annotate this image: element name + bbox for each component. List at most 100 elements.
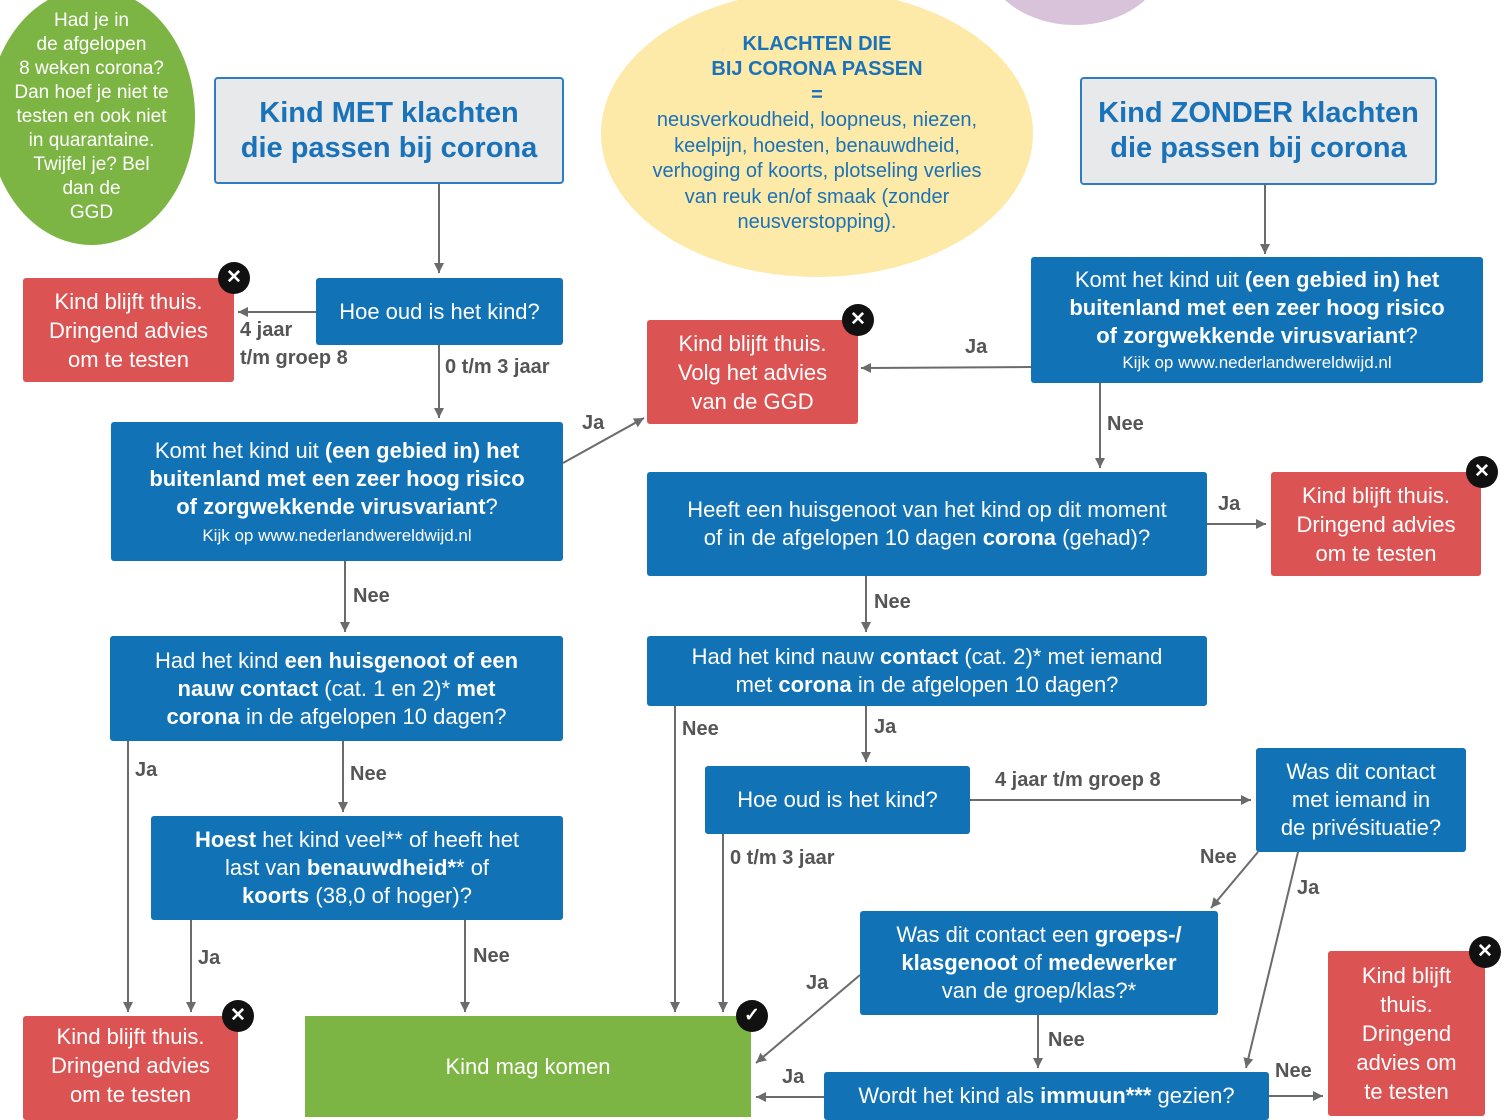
outcome-line: Kind blijft — [1361, 963, 1452, 988]
outcome-stay-home-ggd: Kind blijft thuis. Volg het advies van d… — [647, 320, 858, 424]
text: met — [735, 672, 779, 697]
text-bold: (een gebied in) het — [1244, 267, 1440, 292]
question-housemate: Heeft een huisgenoot van het kind op dit… — [647, 472, 1207, 576]
text-bold: een huisgenoot of een — [284, 647, 519, 673]
website-link[interactable]: www.nederlandwereldwijd.nl — [1178, 353, 1392, 372]
text: * of — [456, 855, 490, 880]
text-bold: buitenland met een zeer hoog risico — [149, 465, 525, 491]
prior-corona-line: in quarantaine. — [28, 129, 155, 151]
header-line: Kind MET klachten — [259, 96, 519, 129]
label-nee: Nee — [1107, 413, 1144, 435]
label-nee: Nee — [353, 585, 390, 607]
label-ja: Ja — [198, 947, 221, 969]
text: Was dit contact — [1286, 759, 1436, 784]
text: van de groep/klas?* — [941, 978, 1137, 1003]
text: Wordt het kind als — [858, 1083, 1041, 1108]
outcome-stay-home-test: Kind blijft thuis. Dringend advies om te… — [1271, 472, 1481, 576]
text: of in de afgelopen 10 dagen — [703, 525, 983, 550]
text: ? — [1405, 323, 1418, 348]
question-cough: Hoest het kind veel** of heeft het last … — [151, 816, 563, 920]
outcome-stay-home-test: Kind blijft thuis. Dringend advies om te… — [23, 1016, 238, 1120]
text: Komt het kind uit — [1074, 267, 1245, 292]
label-nee: Nee — [682, 718, 719, 740]
text-bold: met — [456, 675, 496, 701]
label-age-0-3: 0 t/m 3 jaar — [445, 356, 550, 378]
header-line: die passen bij corona — [1110, 132, 1407, 164]
text: (gehad)? — [1056, 525, 1151, 550]
cross-icon: ✕ — [218, 262, 250, 294]
cross-icon: ✕ — [222, 1000, 254, 1032]
text-bold: of zorgwekkende virusvariant — [1096, 323, 1406, 348]
text-bold: benauwdheid* — [306, 855, 457, 880]
link-prefix: Kijk op — [202, 525, 259, 545]
prior-corona-line: Dan hoef je niet te — [14, 81, 169, 103]
outcome-line: van de GGD — [691, 388, 814, 414]
text: de privésituatie? — [1280, 815, 1442, 840]
prior-corona-line: testen en ook niet — [16, 105, 167, 127]
header-without-symptoms: Kind ZONDER klachten die passen bij coro… — [1080, 77, 1437, 185]
symptoms-title: BIJ CORONA PASSEN — [711, 58, 923, 80]
label-line: 4 jaar — [240, 319, 293, 341]
outcome-line: Volg het advies — [677, 359, 828, 385]
prior-corona-line: 8 weken corona? — [19, 57, 164, 79]
text-bold: nauw contact — [177, 675, 319, 701]
label-ja: Ja — [582, 412, 605, 434]
text: Heeft een huisgenoot van het kind op dit… — [687, 497, 1167, 522]
outcome-line: Dringend advies — [51, 1053, 210, 1078]
outcome-line: thuis. — [1380, 992, 1433, 1017]
cross-icon: ✕ — [842, 304, 874, 336]
symptoms-line: keelpijn, hoesten, benauwdheid, — [674, 134, 960, 157]
text-bold: groeps-/ — [1094, 922, 1182, 947]
outcome-line: Kind blijft thuis. — [54, 288, 203, 314]
text: last van — [224, 855, 307, 880]
text-bold: corona — [166, 703, 240, 729]
check-icon: ✓ — [736, 1000, 768, 1032]
text-bold: of zorgwekkende virusvariant — [176, 493, 486, 519]
outcome-line: advies om — [1356, 1050, 1457, 1075]
website-link[interactable]: www.nederlandwereldwijd.nl — [258, 525, 472, 545]
prior-corona-line: dan de — [62, 177, 121, 199]
text: Komt het kind uit — [154, 437, 325, 463]
label-age-4: 4 jaar t/m groep 8 — [240, 318, 348, 370]
text: of — [1017, 950, 1049, 975]
outcome-line: om te testen — [67, 346, 190, 372]
label-ja: Ja — [874, 716, 897, 738]
label-line: t/m groep 8 — [240, 347, 348, 369]
label-nee: Nee — [473, 945, 510, 967]
header-line: Kind ZONDER klachten — [1098, 97, 1419, 129]
text: gezien? — [1151, 1083, 1235, 1108]
symptoms-line: verhoging of koorts, plotseling verlies — [652, 160, 982, 182]
question-immune: Wordt het kind als immuun*** gezien? — [824, 1072, 1269, 1120]
text-bold: contact — [879, 644, 959, 669]
outcome-line: Dringend — [1361, 1021, 1452, 1046]
prior-corona-line: Twijfel je? Bel — [33, 153, 150, 175]
outcome-line: Kind blijft thuis. — [1302, 482, 1450, 508]
text-bold: corona — [982, 525, 1057, 550]
outcome-text: Kind mag komen — [445, 1053, 611, 1079]
label-ja: Ja — [782, 1066, 805, 1088]
outcome-line: Kind blijft thuis. — [678, 330, 827, 356]
text-bold: (een gebied in) het — [324, 437, 520, 463]
question-classmate: Was dit contact een groeps-/ klasgenoot … — [860, 911, 1218, 1015]
outcome-stay-home-test: Kind blijft thuis. Dringend advies om te… — [23, 278, 234, 382]
link-prefix: Kijk op — [1122, 353, 1179, 372]
text: met iemand in — [1291, 787, 1431, 812]
question-age-left: Hoe oud is het kind? — [316, 278, 563, 345]
text-bold: corona — [778, 672, 852, 697]
label-age-4-full: 4 jaar t/m groep 8 — [995, 769, 1161, 791]
label-nee: Nee — [350, 763, 387, 785]
prior-corona-line: Had je in — [54, 9, 129, 31]
text-bold: buitenland met een zeer hoog risico — [1069, 295, 1445, 320]
question-age-right: Hoe oud is het kind? — [705, 766, 970, 834]
symptoms-equals: = — [811, 83, 823, 106]
question-abroad-right: Komt het kind uit (een gebied in) het bu… — [1031, 257, 1483, 383]
outcome-line: om te testen — [1315, 540, 1437, 566]
symptoms-line: van reuk en/of smaak (zonder — [684, 185, 950, 208]
text: (cat. 2)* met iemand — [958, 644, 1163, 669]
question-text: Hoe oud is het kind? — [737, 787, 938, 812]
outcome-line: om te testen — [69, 1082, 192, 1107]
text-bold: immuun*** — [1040, 1083, 1152, 1108]
outcome-line: Dringend advies — [1296, 511, 1456, 537]
label-nee: Nee — [1048, 1029, 1085, 1051]
text-bold: klasgenoot — [901, 950, 1018, 975]
